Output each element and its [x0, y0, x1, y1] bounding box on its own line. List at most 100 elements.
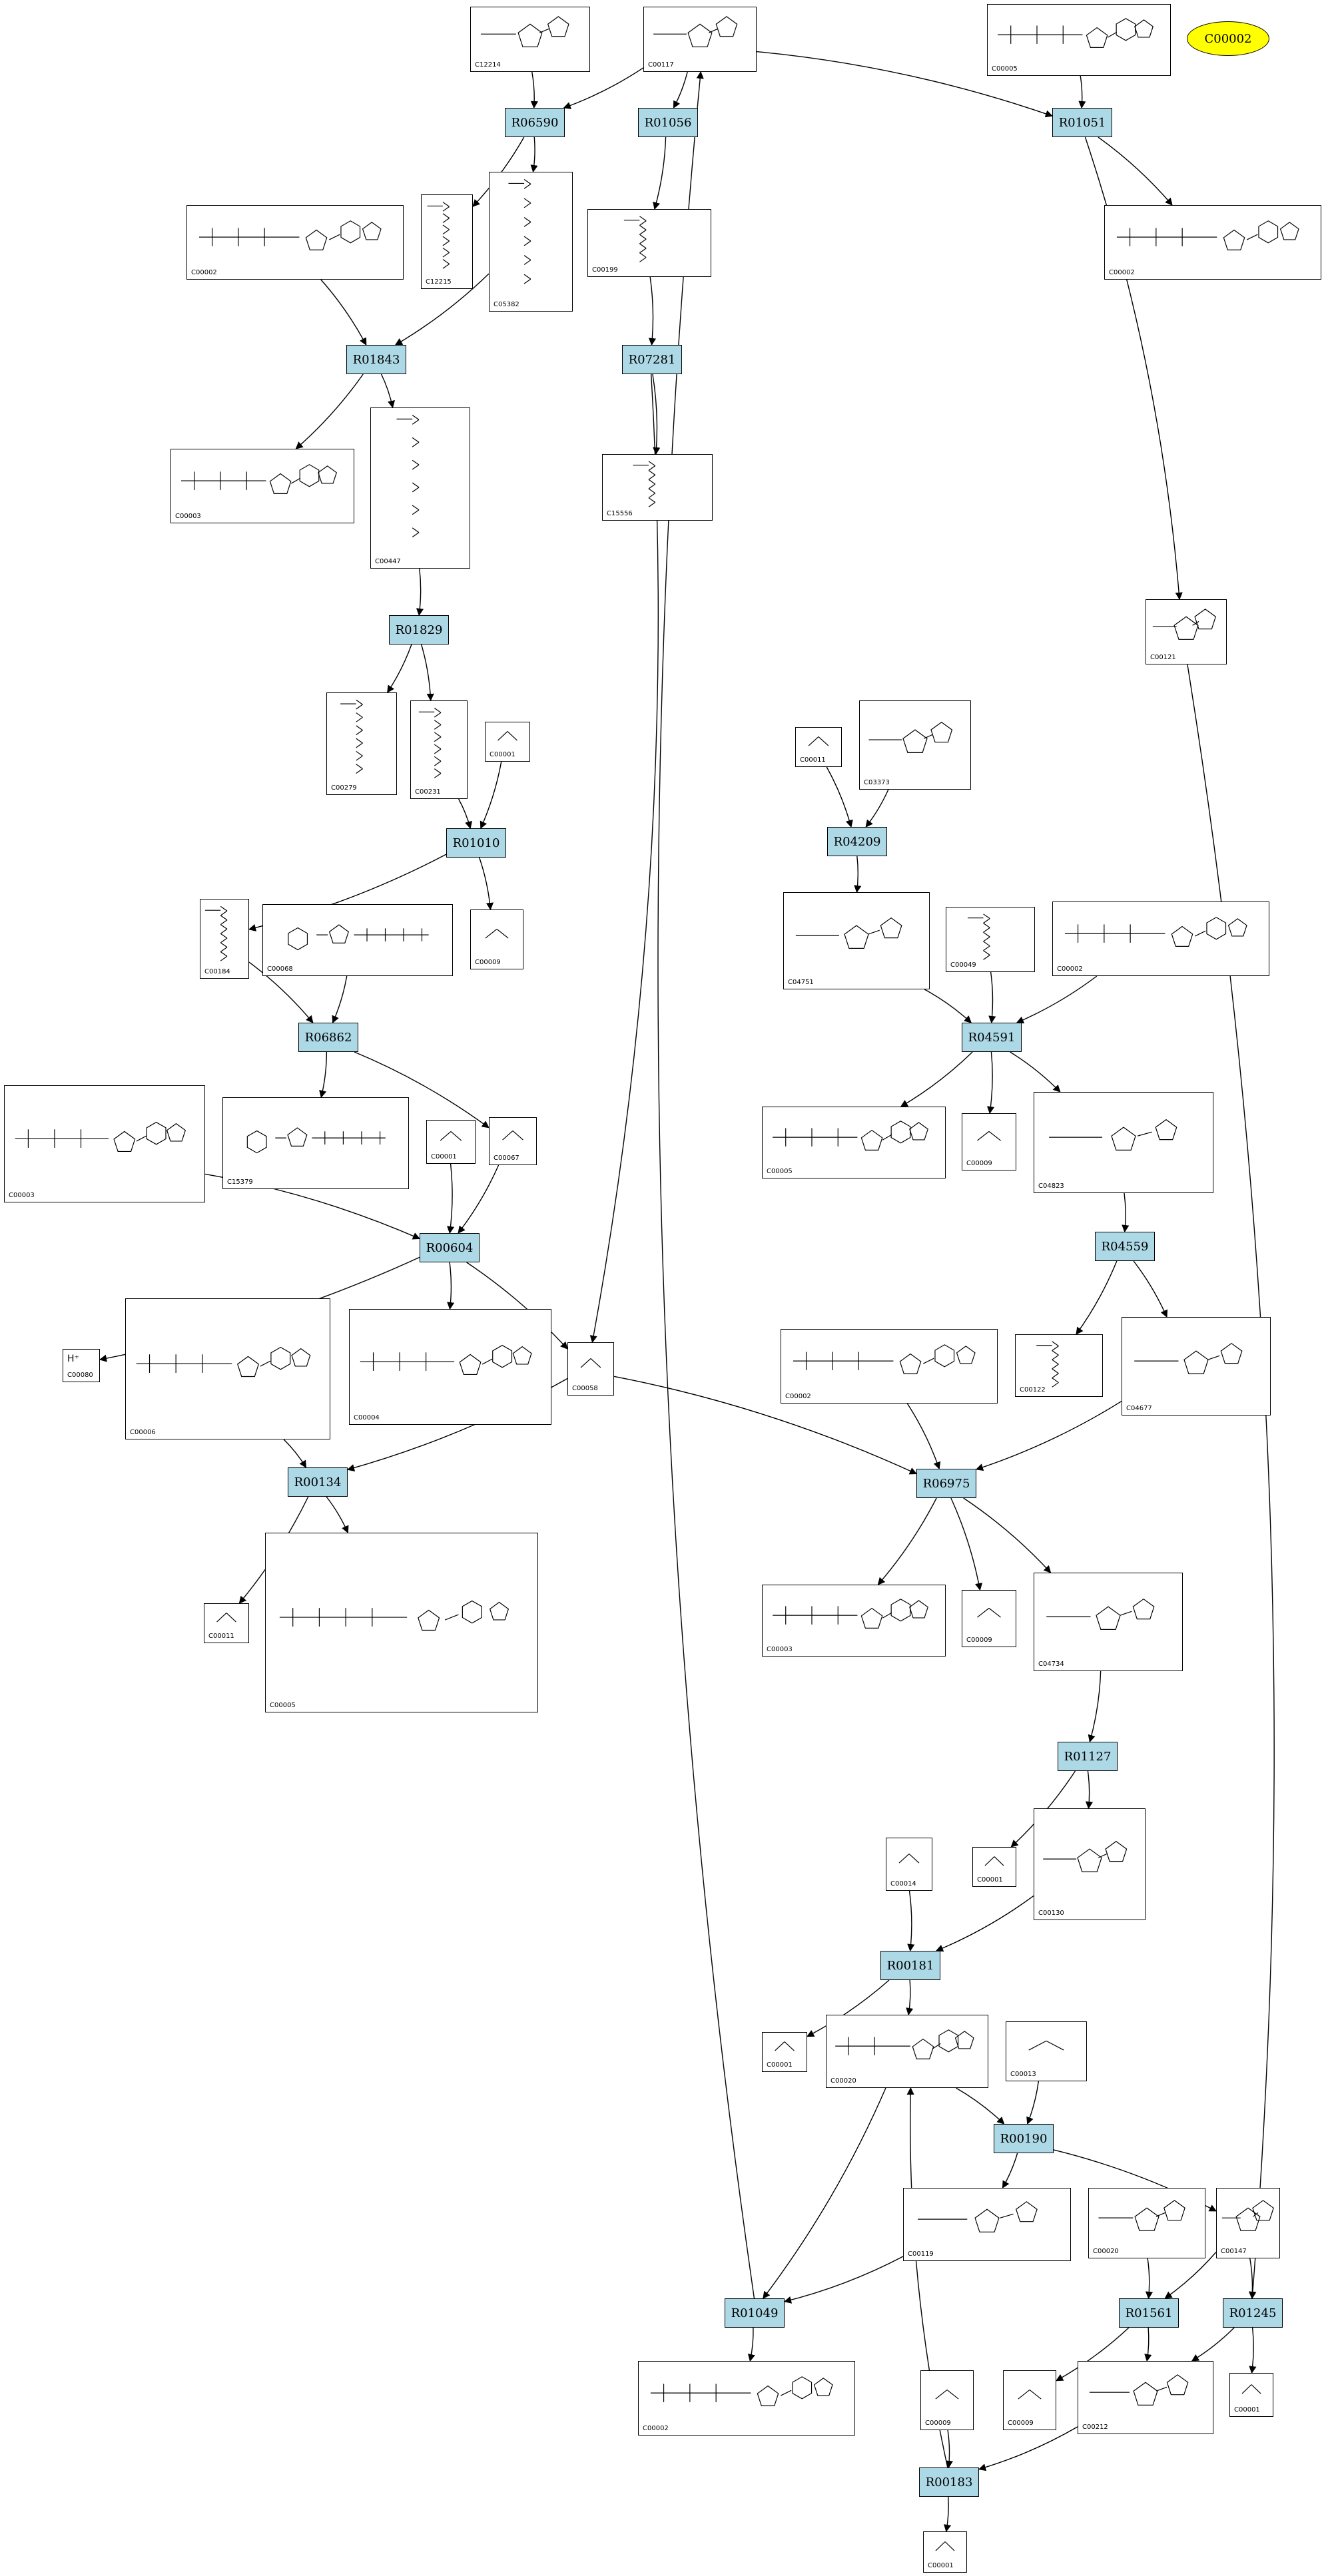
compound-id-label: C05382: [494, 301, 519, 308]
structure-drawing: [1049, 1119, 1177, 1151]
reaction-node[interactable]: R01127: [1058, 1742, 1118, 1771]
compound-node[interactable]: C00001: [1229, 2373, 1273, 2417]
compound-node[interactable]: C00068: [262, 904, 453, 976]
compound-node[interactable]: C00058: [567, 1342, 614, 1396]
compound-node[interactable]: C00184: [200, 899, 249, 979]
edge-arrow: [480, 761, 502, 830]
compound-node[interactable]: C12214: [470, 7, 590, 72]
compound-node[interactable]: C00004: [349, 1309, 551, 1425]
compound-node[interactable]: C00130: [1034, 1808, 1146, 1920]
compound-node[interactable]: C04734: [1034, 1573, 1183, 1671]
reaction-node[interactable]: R01051: [1052, 108, 1112, 137]
reaction-node[interactable]: R01049: [725, 2298, 785, 2328]
compound-node[interactable]: C00067: [489, 1117, 537, 1165]
compound-node[interactable]: C00013: [1006, 2021, 1087, 2081]
reaction-node[interactable]: R01561: [1119, 2298, 1179, 2328]
compound-node[interactable]: C00003: [170, 449, 354, 523]
structure-drawing: [1028, 2040, 1064, 2051]
compound-node[interactable]: C15379: [222, 1097, 409, 1189]
structure-drawing: [204, 905, 228, 961]
reaction-node[interactable]: R04591: [962, 1023, 1022, 1052]
compound-node[interactable]: C00009: [920, 2370, 974, 2430]
reaction-node[interactable]: R01056: [638, 108, 698, 137]
reaction-node[interactable]: R01829: [389, 615, 449, 644]
compound-id-label: C00001: [767, 2061, 793, 2069]
compound-node[interactable]: C04677: [1122, 1317, 1271, 1416]
reaction-node[interactable]: R01010: [446, 828, 506, 858]
edge-arrow: [458, 1164, 499, 1234]
edge-arrow: [530, 71, 538, 109]
compound-node[interactable]: C00006: [125, 1298, 330, 1439]
compound-id-label: C00009: [1008, 2420, 1034, 2427]
compound-node[interactable]: C00147: [1216, 2188, 1280, 2258]
compound-node[interactable]: C00001: [923, 2531, 967, 2573]
compound-node[interactable]: C00005: [987, 4, 1171, 76]
reaction-node[interactable]: R06862: [298, 1023, 358, 1052]
compound-node[interactable]: C15556: [602, 454, 713, 521]
compound-node[interactable]: C00001: [762, 2032, 807, 2072]
compound-node[interactable]: C00002: [638, 2361, 855, 2436]
compound-node[interactable]: C00447: [370, 407, 470, 569]
compound-node[interactable]: C00119: [903, 2188, 1071, 2261]
edge-arrow: [657, 71, 755, 2299]
compound-node[interactable]: C03373: [859, 700, 971, 790]
compound-node[interactable]: C00001: [972, 1847, 1016, 1887]
reaction-node[interactable]: R01843: [346, 345, 406, 374]
compound-node[interactable]: C00199: [587, 209, 711, 277]
compound-id-label: C00001: [1234, 2406, 1260, 2414]
compound-node[interactable]: C00009: [962, 1590, 1016, 1647]
compound-node[interactable]: C00002: [781, 1329, 998, 1404]
compound-node[interactable]: C00014: [886, 1838, 932, 1891]
edge-arrow: [756, 51, 1054, 118]
compound-node[interactable]: C05382: [489, 172, 573, 312]
compound-node[interactable]: C00011: [204, 1603, 249, 1643]
reaction-node[interactable]: R06590: [505, 108, 565, 137]
compound-node[interactable]: C00020: [826, 2015, 988, 2088]
compound-node[interactable]: C00001: [426, 1120, 476, 1164]
reaction-node[interactable]: R04209: [827, 827, 887, 856]
compound-node[interactable]: C00212: [1078, 2361, 1213, 2434]
structure-drawing: [485, 928, 509, 939]
compound-node[interactable]: C00011: [795, 727, 842, 767]
reaction-node[interactable]: R06975: [916, 1469, 976, 1498]
structure-drawing: [15, 1121, 186, 1153]
reaction-node[interactable]: R01245: [1223, 2298, 1283, 2328]
reaction-node[interactable]: R07281: [622, 345, 682, 374]
compound-node[interactable]: C00001: [485, 722, 530, 762]
compound-node[interactable]: C00117: [643, 7, 757, 72]
reaction-node[interactable]: R00183: [919, 2467, 979, 2497]
reaction-node[interactable]: R00190: [994, 2124, 1054, 2153]
compound-id-label: C00003: [9, 1192, 35, 1199]
compound-node[interactable]: C00002: [1052, 902, 1269, 976]
compound-node[interactable]: C00005: [265, 1533, 538, 1712]
compound-node[interactable]: C00003: [4, 1085, 205, 1202]
compound-node[interactable]: C00005: [762, 1107, 946, 1178]
edge-arrow: [380, 374, 395, 409]
compound-node[interactable]: C12215: [421, 194, 473, 289]
compound-node[interactable]: H⁺C00080: [63, 1349, 100, 1382]
reaction-node[interactable]: R04559: [1095, 1232, 1155, 1261]
edge-arrow: [907, 1890, 915, 1952]
structure-drawing: [984, 1856, 1004, 1866]
compound-node[interactable]: C00009: [470, 909, 523, 969]
compound-node[interactable]: C00020: [1088, 2188, 1205, 2258]
compound-node[interactable]: C00049: [946, 907, 1035, 972]
compound-formula: H⁺: [67, 1354, 79, 1364]
compound-node[interactable]: C00121: [1146, 599, 1227, 664]
compound-id-label: C00231: [415, 788, 441, 796]
reaction-node[interactable]: R00604: [420, 1233, 480, 1262]
compound-node[interactable]: C00231: [410, 700, 468, 799]
highlight-ellipse[interactable]: C00002: [1187, 21, 1269, 56]
compound-node[interactable]: C00009: [962, 1113, 1016, 1170]
compound-node[interactable]: C00003: [762, 1585, 946, 1657]
reaction-node[interactable]: R00181: [880, 1951, 940, 1980]
compound-node[interactable]: C00002: [186, 205, 404, 280]
compound-node[interactable]: C04823: [1034, 1092, 1213, 1193]
compound-id-label: C00119: [908, 2250, 934, 2258]
compound-node[interactable]: C00279: [326, 692, 397, 795]
compound-node[interactable]: C00009: [1003, 2370, 1056, 2430]
compound-node[interactable]: C00122: [1015, 1334, 1103, 1397]
compound-node[interactable]: C04751: [783, 892, 930, 989]
reaction-node[interactable]: R00134: [288, 1467, 348, 1497]
compound-node[interactable]: C00002: [1104, 205, 1321, 280]
